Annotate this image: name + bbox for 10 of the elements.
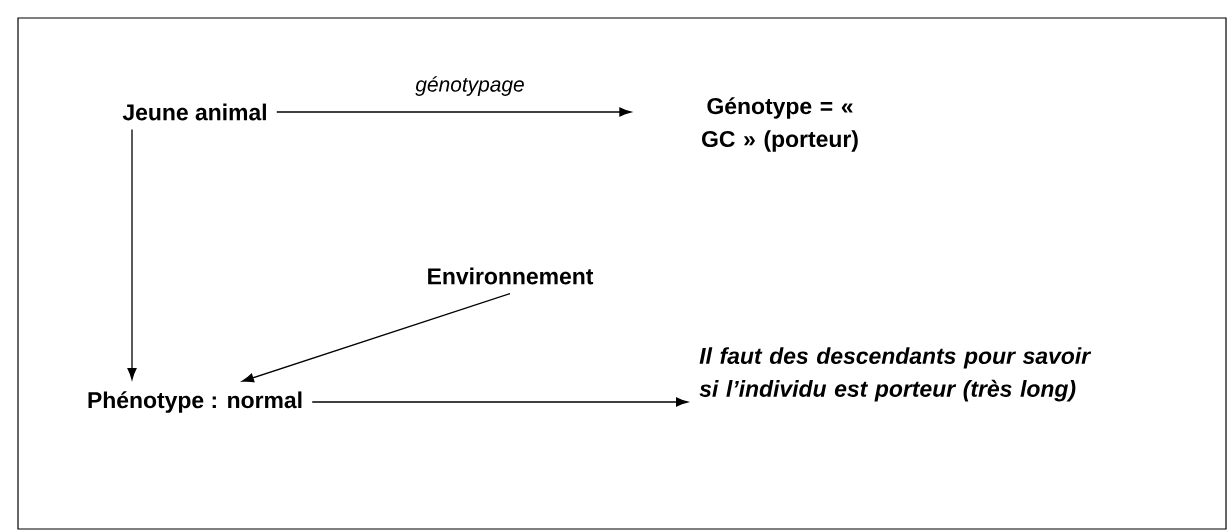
node-text: Jeune animal — [122, 103, 266, 121]
arrow — [276, 107, 632, 117]
arrow — [127, 128, 137, 380]
node-text: Phénotype : normal — [88, 391, 302, 413]
arrow — [311, 397, 688, 407]
node-text: Environnement — [428, 267, 594, 285]
node-text: Il faut des descendants pour savoir si l’individu est porteur (très long) — [699, 347, 1092, 402]
arrow — [242, 292, 511, 383]
node-text: Génotype = « GC » (porteur) — [702, 97, 858, 152]
edge-label: génotypage — [414, 75, 526, 97]
